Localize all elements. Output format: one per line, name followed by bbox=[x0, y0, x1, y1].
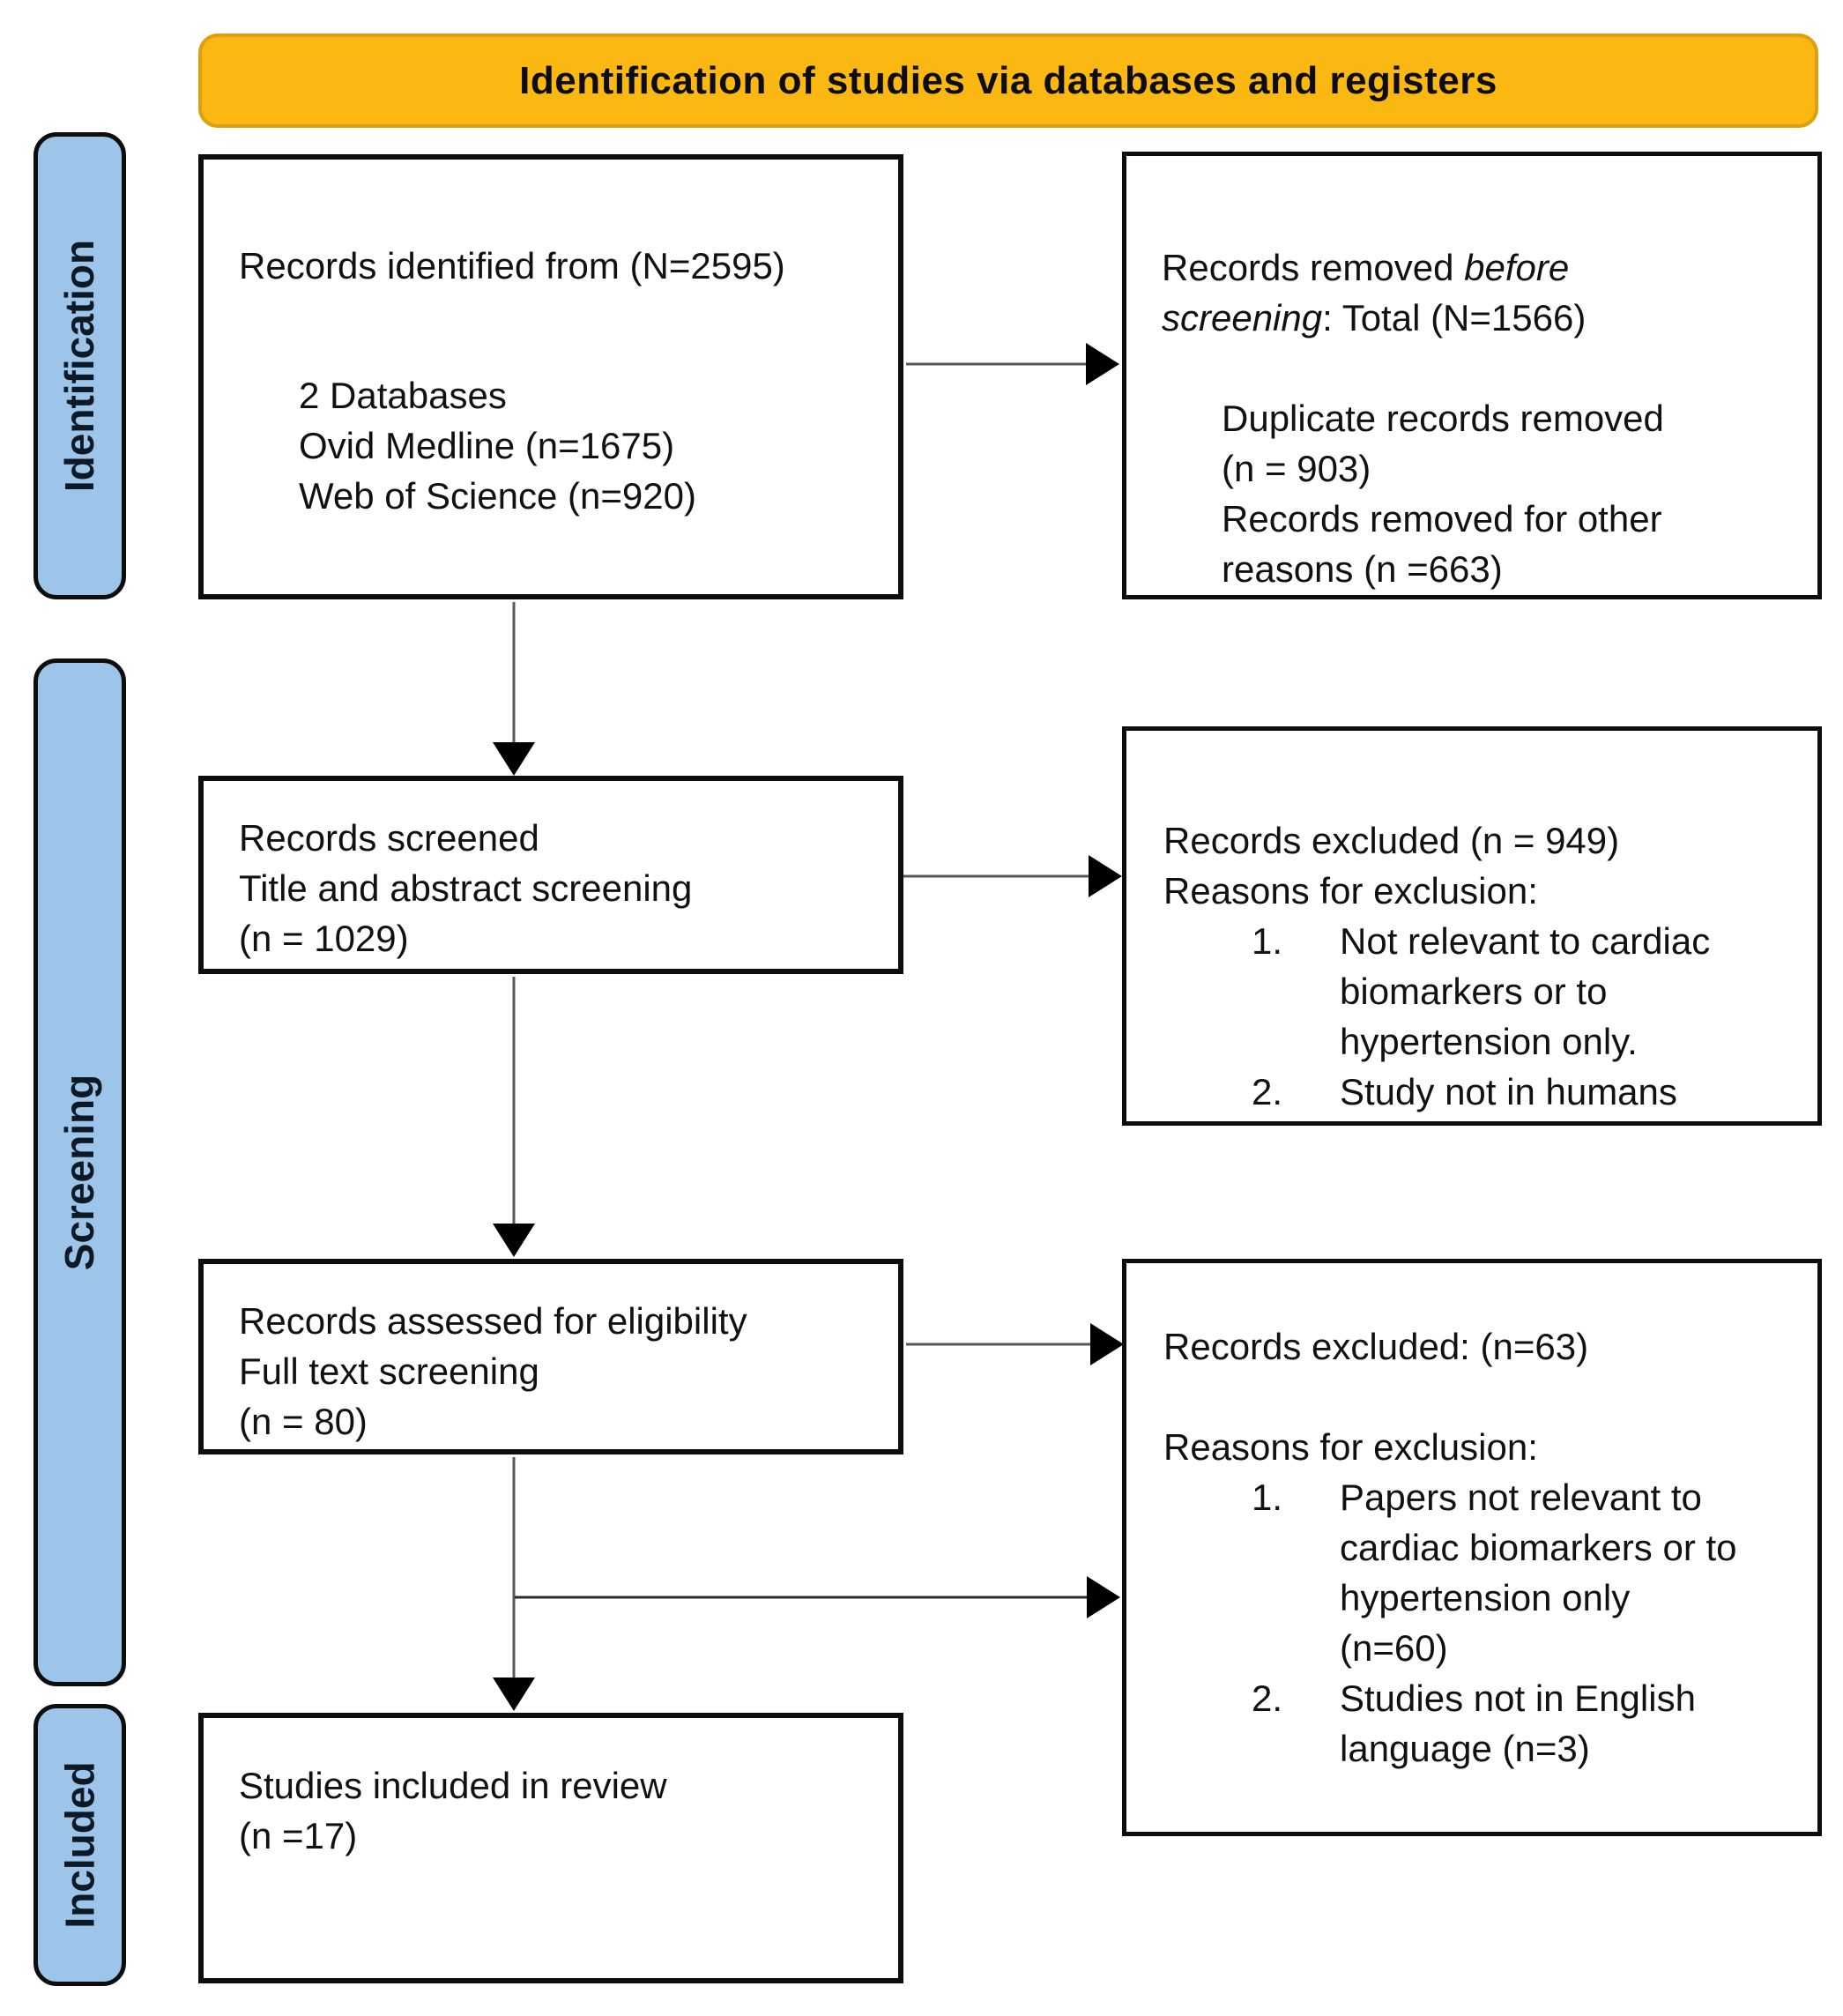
excluded-fulltext-title: Records excluded: (n=63) bbox=[1163, 1326, 1589, 1367]
text-line: Full text screening bbox=[239, 1350, 539, 1392]
text-line: Papers not relevant to bbox=[1340, 1477, 1702, 1518]
text-line: hypertension only. bbox=[1340, 1021, 1638, 1062]
text-line: Not relevant to cardiac bbox=[1340, 920, 1711, 962]
reason-text: Studies not in English language (n=3) bbox=[1340, 1673, 1696, 1774]
text-line: cardiac biomarkers or to bbox=[1340, 1527, 1737, 1568]
text-line: reasons (n =663) bbox=[1222, 548, 1503, 590]
text-line: Web of Science (n=920) bbox=[299, 475, 696, 517]
excluded-screening-reasons-label: Reasons for exclusion: bbox=[1163, 870, 1538, 911]
spacer bbox=[1290, 1472, 1340, 1673]
arrow-screened-to-excluded bbox=[900, 855, 1122, 897]
stage-label-identification-text: Identification bbox=[56, 239, 103, 493]
spacer bbox=[1163, 1372, 1817, 1422]
text-line: (n = 80) bbox=[239, 1401, 368, 1442]
box-records-identified: Records identified from (N=2595) 2 Datab… bbox=[198, 154, 903, 599]
records-identified-title: Records identified from (N=2595) bbox=[239, 245, 785, 286]
spacer bbox=[1162, 343, 1817, 393]
reason-number: 1. bbox=[1252, 920, 1283, 962]
text-line: Records assessed for eligibility bbox=[239, 1300, 747, 1342]
reason-text: Papers not relevant to cardiac biomarkers… bbox=[1340, 1472, 1737, 1673]
excluded-screening-title: Records excluded (n = 949) bbox=[1163, 820, 1620, 861]
reason-number: 2. bbox=[1252, 1678, 1283, 1719]
box-records-excluded-fulltext: Records excluded: (n=63) Reasons for exc… bbox=[1122, 1259, 1822, 1836]
text-line: hypertension only bbox=[1340, 1577, 1631, 1618]
exclusion-reason-item: 2. Studies not in English language (n=3) bbox=[1252, 1673, 1817, 1774]
spacer bbox=[1290, 916, 1340, 1067]
stage-label-included: Included bbox=[33, 1704, 126, 1986]
box-records-excluded-screening: Records excluded (n = 949) Reasons for e… bbox=[1122, 726, 1822, 1126]
exclusion-reason-item: 2. Study not in humans bbox=[1252, 1067, 1817, 1117]
stage-label-included-text: Included bbox=[56, 1761, 103, 1929]
exclusion-reason-item: 1. Papers not relevant to cardiac biomark… bbox=[1252, 1472, 1817, 1673]
text-line: Records screened bbox=[239, 817, 539, 859]
records-removed-l2-normal: : Total (N=1566) bbox=[1322, 297, 1587, 338]
reason-text: Study not in humans bbox=[1340, 1067, 1677, 1117]
arrow-screened-to-assessed bbox=[493, 977, 535, 1257]
excluded-fulltext-reasons-label: Reasons for exclusion: bbox=[1163, 1426, 1538, 1468]
text-line: language (n=3) bbox=[1340, 1728, 1590, 1769]
text-line: (n = 1029) bbox=[239, 918, 409, 959]
reason-number: 2. bbox=[1252, 1071, 1283, 1112]
box-studies-included: Studies included in review (n =17) bbox=[198, 1713, 903, 1983]
records-removed-l1-normal: Records removed bbox=[1162, 247, 1465, 288]
exclusion-reason-item: 1. Not relevant to cardiac biomarkers or … bbox=[1252, 916, 1817, 1067]
text-line: (n = 903) bbox=[1222, 448, 1371, 489]
records-removed-title-line1: Records removed before bbox=[1162, 242, 1817, 293]
text-line: Records removed for other bbox=[1222, 498, 1662, 539]
text-line: Studies included in review bbox=[239, 1765, 667, 1806]
stage-label-screening-text: Screening bbox=[56, 1074, 103, 1271]
reason-number: 1. bbox=[1252, 1477, 1283, 1518]
arrow-assessed-to-included bbox=[493, 1457, 535, 1711]
stage-label-screening: Screening bbox=[33, 658, 126, 1686]
spacer bbox=[1290, 1067, 1340, 1117]
records-removed-details: Duplicate records removed (n = 903) Record… bbox=[1222, 393, 1817, 594]
reason-text: Not relevant to cardiac biomarkers or to h… bbox=[1340, 916, 1710, 1067]
records-removed-title-line2: screening: Total (N=1566) bbox=[1162, 293, 1817, 343]
studies-included-text: Studies included in review (n =17) bbox=[239, 1760, 898, 1861]
text-line: Studies not in English bbox=[1340, 1678, 1696, 1719]
spacer bbox=[1290, 1673, 1340, 1774]
arrow-identified-to-removed bbox=[906, 343, 1119, 385]
arrow-assessed-to-excluded bbox=[906, 1323, 1124, 1365]
text-line: biomarkers or to bbox=[1340, 971, 1608, 1012]
diagram-title-banner: Identification of studies via databases … bbox=[198, 33, 1818, 128]
text-line: Study not in humans bbox=[1340, 1071, 1677, 1112]
arrow-branch-to-excluded-fulltext bbox=[515, 1576, 1120, 1618]
records-removed-l1-italic: before bbox=[1464, 247, 1570, 288]
text-line: Duplicate records removed bbox=[1222, 398, 1664, 439]
text-line: 2 Databases bbox=[299, 375, 507, 416]
diagram-title: Identification of studies via databases … bbox=[519, 58, 1497, 102]
arrow-identified-to-screened bbox=[493, 602, 535, 776]
records-removed-l2-italic: screening bbox=[1162, 297, 1323, 338]
text-line: Title and abstract screening bbox=[239, 867, 693, 909]
text-line: (n =17) bbox=[239, 1815, 358, 1856]
box-records-removed-before-screening: Records removed before screening: Total … bbox=[1122, 152, 1822, 599]
spacer bbox=[239, 291, 898, 370]
text-line: Ovid Medline (n=1675) bbox=[299, 425, 675, 466]
text-line: (n=60) bbox=[1340, 1627, 1448, 1669]
stage-label-identification: Identification bbox=[33, 132, 126, 599]
